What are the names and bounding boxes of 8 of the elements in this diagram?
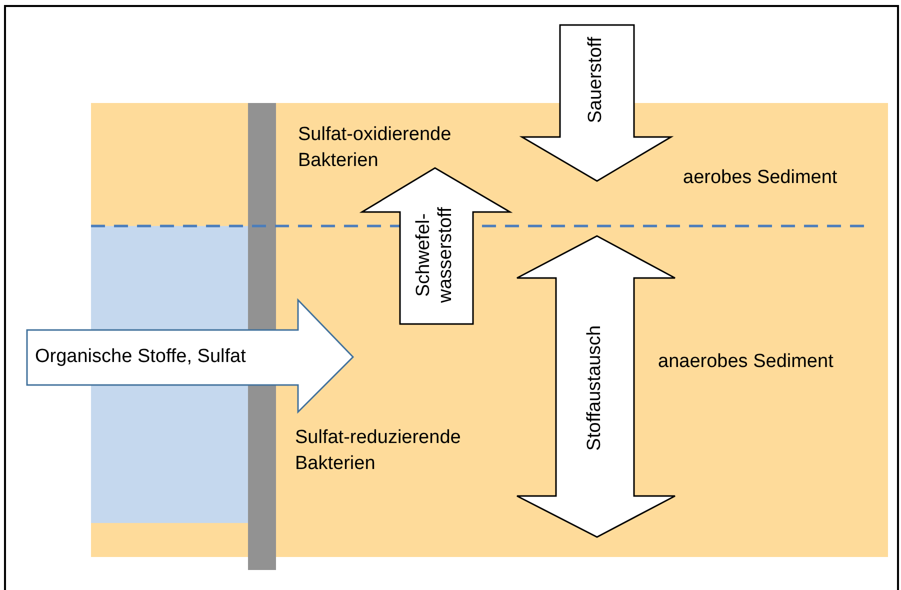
arrow-label: Organische Stoffe, Sulfat [35, 345, 247, 369]
arrow-label: Schwefel- wasserstoff [413, 206, 457, 305]
arrow-label: Stoffaustausch [584, 324, 606, 453]
zone-label: anaerobes Sediment [658, 350, 834, 374]
bacteria-label: Sulfat-reduzierende Bakterien [295, 426, 462, 476]
arrow-label: Sauerstoff [585, 36, 607, 126]
zone-label: aerobes Sediment [683, 166, 838, 190]
bacteria-label: Sulfat-oxidierende Bakterien [298, 123, 452, 173]
